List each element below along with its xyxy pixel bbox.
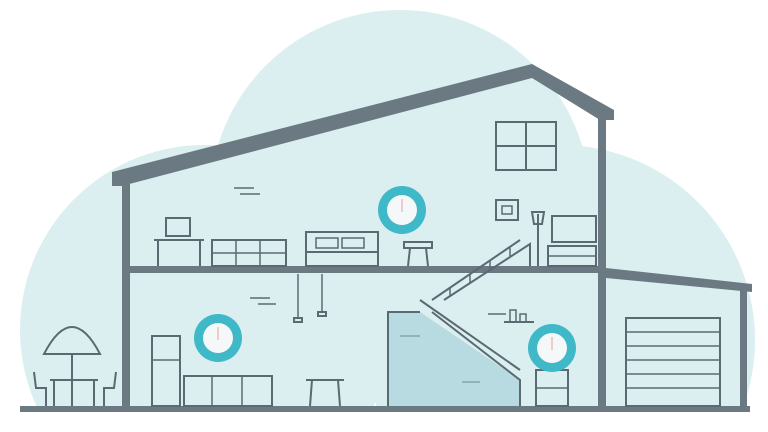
roof	[112, 64, 614, 186]
right-wall	[598, 112, 606, 412]
bed	[305, 231, 379, 267]
desk	[154, 217, 204, 266]
downstairs-left-mesh-unit	[194, 314, 242, 362]
kitchen-counter	[183, 375, 273, 407]
upper-staircase	[431, 239, 531, 301]
patio-umbrella-table	[33, 326, 117, 406]
ground-floor	[20, 406, 750, 412]
window	[495, 121, 557, 171]
shelf-vases	[504, 309, 534, 323]
garage-door	[625, 317, 721, 407]
tv-stand	[530, 211, 597, 267]
nightstand	[403, 241, 433, 267]
downstairs-furniture	[33, 274, 569, 407]
garage-wall	[740, 288, 747, 408]
lower-staircase	[387, 299, 521, 406]
upper-floor	[122, 266, 606, 273]
pendant-lamps	[293, 274, 327, 323]
fridge	[151, 335, 181, 407]
left-wall	[122, 184, 130, 412]
dresser	[211, 239, 287, 267]
coverage-circle-left	[20, 144, 391, 412]
coffee-table	[306, 379, 344, 407]
house-structure	[20, 64, 752, 412]
garage-roof	[606, 268, 752, 292]
picture-frame	[495, 199, 519, 221]
upstairs-mesh-unit	[378, 186, 426, 234]
upstairs-furniture	[154, 121, 597, 383]
downstairs-right-mesh-unit	[528, 324, 576, 372]
